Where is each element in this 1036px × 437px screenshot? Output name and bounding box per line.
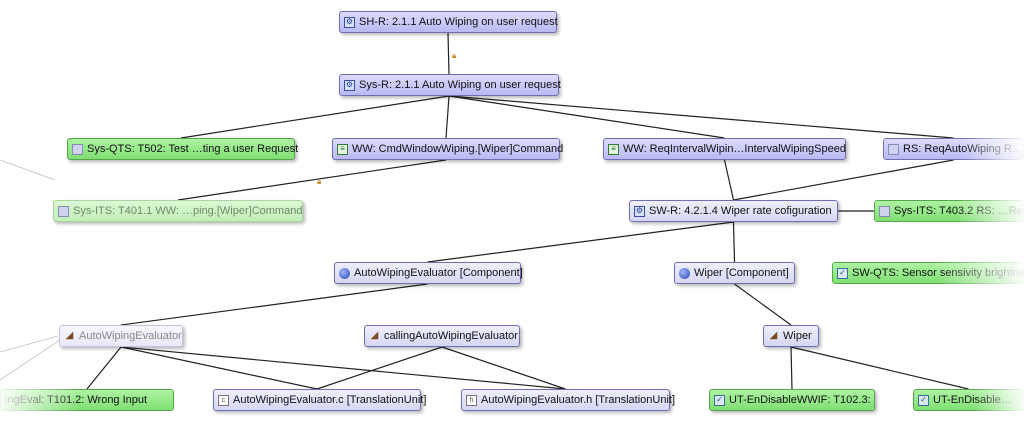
test-icon: ✓ — [714, 394, 725, 406]
component-icon — [339, 267, 350, 279]
node-label: SH-R: 2.1.1 Auto Wiping on user request — [359, 16, 558, 28]
node-label: Sys-QTS: T502: Test …ting a user Request — [87, 143, 299, 155]
node-autowipingevaluator-c[interactable]: c AutoWipingEvaluator.c [TranslationUnit… — [213, 389, 426, 411]
node-label: WW: ReqIntervalWipin…IntervalWipingSpeed — [623, 143, 846, 155]
lock-icon: 🔒︎ — [317, 177, 322, 186]
node-label: Wiper — [783, 330, 812, 342]
node-ww-req-interval-wiping[interactable]: ≡ WW: ReqIntervalWipin…IntervalWipingSpe… — [603, 138, 846, 160]
node-label: SW-R: 4.2.1.4 Wiper rate cofiguration — [649, 205, 832, 217]
edge-wiper-utendisable — [790, 346, 969, 390]
edge-sysr-wwcmd — [445, 95, 450, 139]
node-rs-req-auto-wiping[interactable]: RS: ReqAutoWiping R… — [883, 138, 1024, 160]
node-test-t101-2-wrong-input[interactable]: ingEval: T101.2: Wrong Input — [0, 389, 174, 411]
edge-swr-awecomp — [427, 221, 734, 263]
document-icon — [888, 143, 899, 155]
edge-shr-sysr — [447, 32, 450, 75]
node-label: RS: ReqAutoWiping R… — [903, 143, 1023, 155]
edge-wwreq-swr — [723, 159, 735, 201]
node-sw-r-wiper-rate[interactable]: ⚙ SW-R: 4.2.1.4 Wiper rate cofiguration — [629, 200, 838, 222]
edge-swr-wipercomp — [732, 221, 736, 263]
node-ut-endisablewwif-t102-3[interactable]: ✓ UT-EnDisableWWIF: T102.3: — [709, 389, 875, 411]
ww-icon: ≡ — [337, 143, 348, 155]
node-calling-autowipingevaluator[interactable]: ◢ callingAutoWipingEvaluator — [364, 325, 520, 347]
edge-sysr-sysqts — [180, 95, 450, 139]
document-icon — [879, 205, 890, 217]
test-icon: ✓ — [837, 267, 848, 279]
node-sys-its-t401[interactable]: Sys-ITS: T401.1 WW: …ping.[Wiper]Command — [53, 200, 303, 222]
function-icon: ◢ — [769, 330, 778, 341]
edge-callingawe-awec — [316, 346, 443, 390]
node-autowipingevaluator[interactable]: ◢ AutoWipingEvaluator — [59, 325, 183, 347]
node-sw-qts-sensor-sensivity[interactable]: ✓ SW-QTS: Sensor sensivity brightne… — [832, 262, 1036, 284]
node-label: callingAutoWipingEvaluator — [384, 330, 518, 342]
node-ut-endisable[interactable]: ✓ UT-EnDisable… — [913, 389, 1024, 411]
node-label: UT-EnDisable… — [933, 394, 1012, 406]
node-label: ingEval: T101.2: Wrong Input — [5, 394, 148, 406]
edge-offscreen — [0, 339, 61, 381]
node-label: Sys-R: 2.1.1 Auto Wiping on user request — [359, 79, 561, 91]
node-label: WW: CmdWindowWiping.[Wiper]Command — [352, 143, 564, 155]
node-label: AutoWipingEvaluator.h [TranslationUnit] — [481, 394, 676, 406]
node-wiper-component[interactable]: Wiper [Component] — [674, 262, 795, 284]
node-label: AutoWipingEvaluator — [79, 330, 182, 342]
node-wiper[interactable]: ◢ Wiper — [763, 325, 819, 347]
ww-icon: ≡ — [608, 143, 619, 155]
node-autowipingevaluator-h[interactable]: h AutoWipingEvaluator.h [TranslationUnit… — [461, 389, 675, 411]
file-icon: c — [218, 394, 229, 406]
node-label: SW-QTS: Sensor sensivity brightne… — [852, 267, 1036, 279]
edge-rs-swr — [733, 159, 954, 201]
node-sys-its-t403[interactable]: Sys-ITS: T403.2 RS: …Re… — [874, 200, 1034, 222]
document-icon — [72, 143, 83, 155]
node-sys-qts-t502[interactable]: Sys-QTS: T502: Test …ting a user Request — [67, 138, 299, 160]
node-label: Sys-ITS: T403.2 RS: …Re… — [894, 205, 1034, 217]
node-label: Wiper [Component] — [694, 267, 789, 279]
document-icon — [58, 205, 69, 217]
edge-awe-t1012 — [86, 346, 122, 390]
edge-wwcmd-sysits401 — [177, 159, 447, 201]
function-icon: ◢ — [370, 330, 379, 341]
requirement-icon: ⚙ — [344, 79, 355, 91]
test-icon: ✓ — [918, 394, 929, 406]
lock-icon: 🔒︎ — [452, 51, 457, 60]
file-icon: h — [466, 394, 477, 406]
edge-offscreen — [0, 335, 59, 353]
edge-offscreen — [0, 159, 56, 181]
requirement-icon: ⚙ — [634, 205, 645, 217]
node-ww-cmd-window-wiping[interactable]: ≡ WW: CmdWindowWiping.[Wiper]Command — [332, 138, 564, 160]
edge-awe-awec — [120, 346, 318, 390]
edge-awe-aweh — [120, 346, 566, 390]
edge-wipercomp-wiper — [734, 283, 792, 326]
node-label: Sys-ITS: T401.1 WW: …ping.[Wiper]Command — [73, 205, 303, 217]
requirement-icon: ⚙ — [344, 16, 355, 28]
node-label: UT-EnDisableWWIF: T102.3: — [729, 394, 871, 406]
node-label: AutoWipingEvaluator.c [TranslationUnit] — [233, 394, 427, 406]
edge-wiper-ut1023 — [790, 346, 793, 390]
edge-sysr-wwreq — [448, 95, 725, 139]
edge-awecomp-awe — [120, 283, 428, 326]
node-label: AutoWipingEvaluator [Component] — [354, 267, 523, 279]
function-icon: ◢ — [65, 330, 74, 341]
node-autowipingevaluator-component[interactable]: AutoWipingEvaluator [Component] — [334, 262, 523, 284]
edge-callingawe-aweh — [441, 346, 566, 390]
node-sys-r-auto-wiping[interactable]: ⚙ Sys-R: 2.1.1 Auto Wiping on user reque… — [339, 74, 561, 96]
component-icon — [679, 267, 690, 279]
node-sh-r-auto-wiping[interactable]: ⚙ SH-R: 2.1.1 Auto Wiping on user reques… — [339, 11, 558, 33]
edge-sysr-rs — [448, 95, 954, 139]
